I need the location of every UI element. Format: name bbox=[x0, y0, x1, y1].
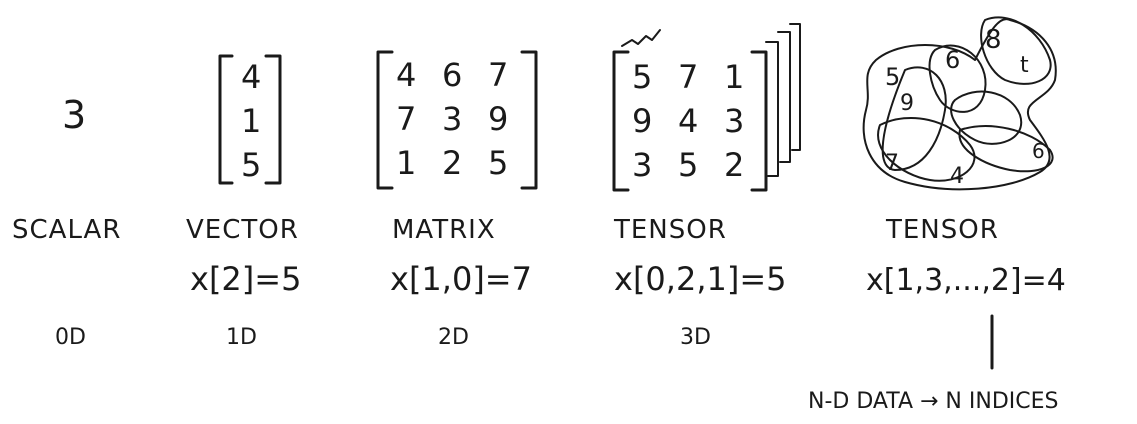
tensor3d-label: TENSOR bbox=[613, 215, 727, 245]
tensornd-num-7: 6 bbox=[1032, 139, 1045, 163]
vector-cell-1: 1 bbox=[241, 102, 261, 140]
tensornd-num-1: 6 bbox=[945, 46, 960, 74]
scalar-label: SCALAR bbox=[12, 215, 121, 245]
vector-index-expr: x[2]=5 bbox=[190, 260, 301, 298]
scalar-group: 3 SCALAR 0D bbox=[12, 93, 121, 350]
vector-label: VECTOR bbox=[186, 215, 299, 245]
tensor3d-cell-2-1: 5 bbox=[678, 146, 698, 184]
tensornd-blob-inner-6 bbox=[958, 125, 1054, 173]
tensornd-blob-inner-4 bbox=[877, 117, 976, 182]
tensornd-label: TENSOR bbox=[885, 215, 999, 245]
matrix-cell-0-1: 6 bbox=[442, 56, 462, 94]
tensor3d-back-scribble bbox=[621, 29, 661, 47]
matrix-label: MATRIX bbox=[392, 215, 496, 245]
matrix-cell-1-0: 7 bbox=[396, 100, 416, 138]
tensornd-num-6: 4 bbox=[950, 164, 964, 189]
tensornd-blob-inner-2 bbox=[928, 44, 987, 113]
tensornd-blob-inner-3 bbox=[950, 90, 1023, 145]
matrix-right-bracket bbox=[520, 50, 538, 190]
tensornd-num-2: 8 bbox=[985, 25, 1002, 55]
tensornd-blob-inner-1 bbox=[881, 66, 947, 171]
matrix-cell-2-2: 5 bbox=[488, 144, 508, 182]
vector-right-bracket bbox=[264, 54, 282, 185]
tensornd-num-5: 7 bbox=[885, 151, 899, 176]
tensor3d-right-bracket bbox=[750, 50, 768, 192]
matrix-dim: 2D bbox=[438, 325, 469, 350]
tensornd-group: 5 6 8 t 9 7 4 6 TENSOR x[1,3,...,2]=4 N-… bbox=[808, 16, 1066, 414]
vector-cell-2: 5 bbox=[241, 146, 261, 184]
tensor3d-back-bracket-1 bbox=[765, 41, 779, 177]
matrix-cell-1-1: 3 bbox=[442, 100, 462, 138]
tensornd-num-4: 9 bbox=[900, 91, 914, 116]
tensornd-num-3: t bbox=[1020, 53, 1029, 78]
tensor3d-cell-1-2: 3 bbox=[724, 102, 744, 140]
tensor3d-cell-2-2: 2 bbox=[724, 146, 744, 184]
matrix-cell-2-1: 2 bbox=[442, 144, 462, 182]
tensor3d-back-bracket-2 bbox=[777, 31, 791, 163]
matrix-left-bracket bbox=[376, 50, 394, 190]
tensor3d-back-bracket-3 bbox=[789, 23, 801, 151]
tensor3d-cell-0-1: 7 bbox=[678, 58, 698, 96]
vector-group: 4 1 5 VECTOR x[2]=5 1D bbox=[186, 54, 301, 350]
tensor3d-cell-1-1: 4 bbox=[678, 102, 698, 140]
vector-left-bracket bbox=[218, 54, 234, 185]
vector-dim: 1D bbox=[226, 325, 257, 350]
tensornd-num-0: 5 bbox=[885, 63, 900, 91]
tensor3d-cell-1-0: 9 bbox=[632, 102, 652, 140]
scalar-value: 3 bbox=[62, 93, 86, 137]
tensornd-blob-inner-5 bbox=[980, 16, 1052, 85]
matrix-index-expr: x[1,0]=7 bbox=[390, 260, 532, 298]
tensor3d-cell-0-2: 1 bbox=[724, 58, 744, 96]
tensornd-blob-outer bbox=[862, 18, 1057, 191]
matrix-cell-0-2: 7 bbox=[488, 56, 508, 94]
matrix-cell-0-0: 4 bbox=[396, 56, 416, 94]
tensor3d-dim: 3D bbox=[680, 325, 711, 350]
tensornd-note: N-D DATA → N INDICES bbox=[808, 389, 1058, 414]
scalar-dim: 0D bbox=[55, 325, 86, 350]
matrix-cell-1-2: 9 bbox=[488, 100, 508, 138]
tensor3d-cell-0-0: 5 bbox=[632, 58, 652, 96]
tensornd-index-expr: x[1,3,...,2]=4 bbox=[866, 263, 1066, 298]
matrix-cell-2-0: 1 bbox=[396, 144, 416, 182]
tensor3d-left-bracket bbox=[612, 50, 630, 192]
vector-cell-0: 4 bbox=[241, 58, 261, 96]
tensor3d-cell-2-0: 3 bbox=[632, 146, 652, 184]
tensor3d-index-expr: x[0,2,1]=5 bbox=[614, 260, 787, 298]
